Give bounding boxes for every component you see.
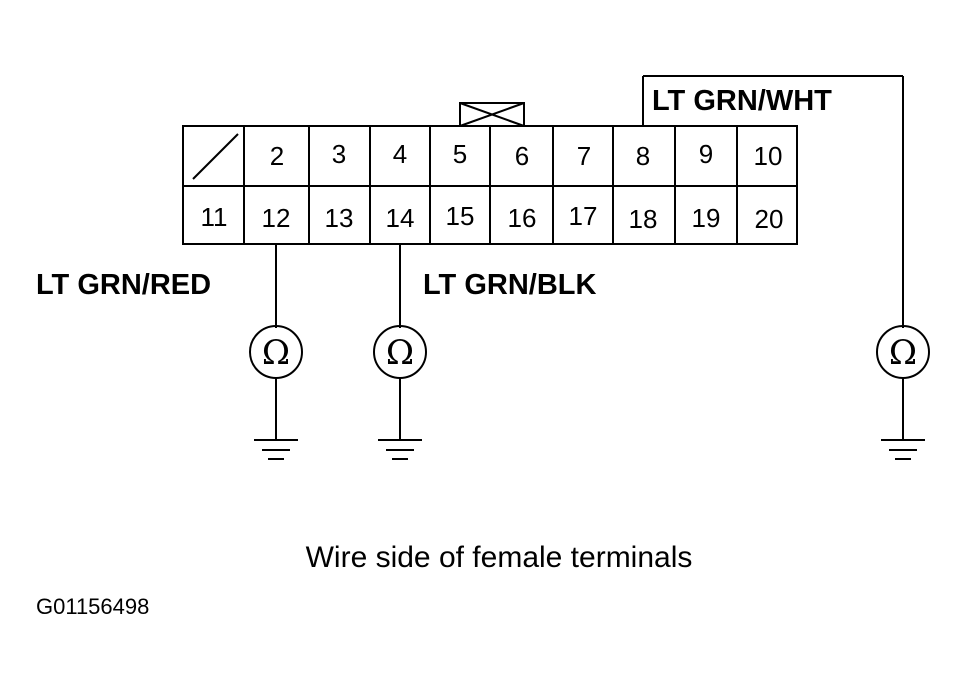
ohm-symbol: Ω (889, 333, 917, 373)
ohm-symbol: Ω (386, 333, 414, 373)
wire-lt-grn-red: Ω (249, 244, 303, 460)
terminal-number: 16 (508, 203, 537, 233)
terminal-number: 9 (699, 139, 713, 169)
ground-icon (254, 439, 298, 460)
connector-lock-tab (459, 102, 525, 127)
terminal-number: 19 (692, 203, 721, 233)
wire-label-lt-grn-wht: LT GRN/WHT (652, 85, 832, 117)
terminal-number: 11 (201, 202, 228, 232)
terminal-number: 17 (569, 201, 598, 231)
terminal-bottom-row: 11 12 13 14 15 16 17 18 19 20 (201, 201, 784, 234)
figure-id: G01156498 (36, 594, 149, 619)
connector-column-dividers (243, 126, 738, 244)
terminal-number: 14 (386, 203, 415, 233)
terminal-number: 13 (325, 203, 354, 233)
terminal-number: 10 (754, 141, 783, 171)
terminal-top-row: 2 3 4 5 6 7 8 9 10 (270, 139, 783, 171)
empty-cavity-slash (192, 133, 239, 180)
terminal-number: 4 (393, 139, 407, 169)
wire-lt-grn-blk: Ω (373, 244, 427, 460)
terminal-number: 5 (453, 139, 467, 169)
terminal-number: 7 (577, 141, 591, 171)
ground-icon (378, 439, 422, 460)
terminal-number: 15 (446, 201, 475, 231)
terminal-number: 3 (332, 139, 346, 169)
diagram-caption: Wire side of female terminals (306, 541, 693, 574)
ohm-symbol: Ω (262, 333, 290, 373)
wire-lt-grn-wht: Ω (642, 75, 930, 460)
terminal-number: 12 (262, 203, 291, 233)
terminal-number: 2 (270, 141, 284, 171)
ground-icon (881, 439, 925, 460)
wire-label-lt-grn-red: LT GRN/RED (36, 269, 211, 301)
terminal-number: 20 (755, 204, 784, 234)
wire-label-lt-grn-blk: LT GRN/BLK (423, 269, 596, 301)
terminal-number: 8 (636, 141, 650, 171)
terminal-number: 6 (515, 141, 529, 171)
terminal-number: 18 (629, 204, 658, 234)
